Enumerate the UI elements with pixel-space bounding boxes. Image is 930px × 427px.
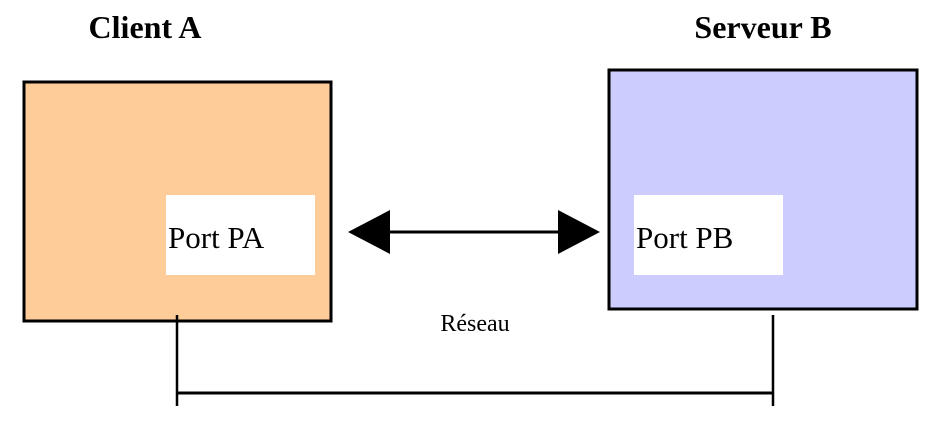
- port-pa-box: [166, 195, 315, 275]
- server-title: Serveur B: [694, 9, 831, 45]
- client-title: Client A: [89, 9, 202, 45]
- port-pb-box: [634, 195, 783, 275]
- port-pa-label: Port PA: [168, 220, 265, 255]
- arrow-head-left-icon: [348, 210, 390, 254]
- network-link: [175, 315, 775, 406]
- port-pb-label: Port PB: [636, 220, 733, 255]
- network-label: Réseau: [440, 311, 509, 337]
- bidirectional-arrow: [348, 210, 600, 254]
- arrow-head-right-icon: [558, 210, 600, 254]
